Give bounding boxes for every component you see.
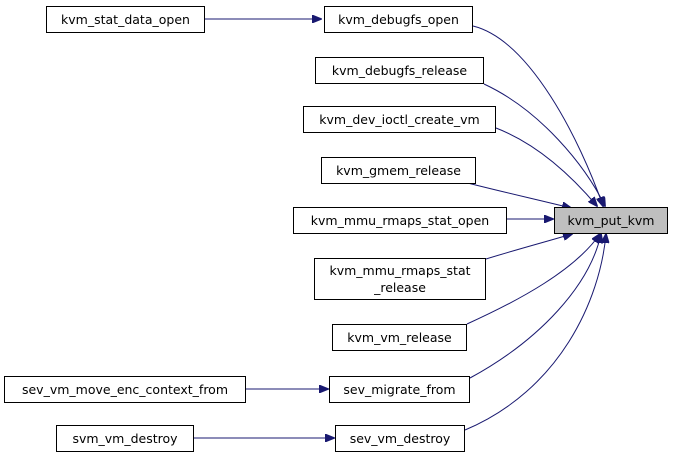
node-label-line2: _release	[374, 280, 426, 295]
node-kvm-dev-ioctl-create-vm[interactable]: kvm_dev_ioctl_create_vm	[303, 106, 496, 133]
node-label: sev_vm_move_enc_context_from	[21, 382, 229, 397]
node-svm-vm-destroy[interactable]: svm_vm_destroy	[56, 425, 194, 452]
node-label: kvm_debugfs_open	[338, 12, 459, 27]
node-kvm-debugfs-release[interactable]: kvm_debugfs_release	[315, 57, 484, 84]
node-label: svm_vm_destroy	[72, 431, 178, 446]
node-kvm-debugfs-open[interactable]: kvm_debugfs_open	[324, 6, 473, 33]
node-label: kvm_stat_data_open	[61, 12, 190, 27]
node-kvm-mmu-rmaps-stat-release[interactable]: kvm_mmu_rmaps_stat _release	[314, 258, 486, 300]
edge-sev-vm-destroy-to-put-kvm	[464, 234, 606, 431]
node-label: kvm_dev_ioctl_create_vm	[319, 112, 480, 127]
edge-rmaps-release-to-put-kvm	[485, 234, 572, 260]
node-sev-vm-destroy[interactable]: sev_vm_destroy	[335, 425, 465, 452]
node-kvm-mmu-rmaps-stat-open[interactable]: kvm_mmu_rmaps_stat_open	[293, 207, 507, 234]
edge-debugfs-open-to-put-kvm	[472, 25, 603, 206]
node-label: sev_migrate_from	[343, 382, 456, 397]
node-label: kvm_mmu_rmaps_stat_open	[310, 213, 490, 228]
node-kvm-gmem-release[interactable]: kvm_gmem_release	[321, 157, 476, 184]
node-kvm-vm-release[interactable]: kvm_vm_release	[332, 324, 467, 351]
node-label: sev_vm_destroy	[349, 431, 451, 446]
node-kvm-stat-data-open[interactable]: kvm_stat_data_open	[46, 6, 205, 33]
node-label-line1: kvm_mmu_rmaps_stat	[329, 263, 471, 278]
node-kvm-put-kvm: kvm_put_kvm	[554, 207, 668, 234]
node-label: kvm_put_kvm	[567, 213, 655, 228]
node-label: kvm_vm_release	[347, 330, 452, 345]
edge-debugfs-release-to-put-kvm	[483, 83, 605, 206]
node-sev-migrate-from[interactable]: sev_migrate_from	[329, 376, 470, 403]
edge-dev-ioctl-to-put-kvm	[495, 127, 597, 206]
edge-sev-migrate-to-put-kvm	[469, 234, 601, 379]
edge-vm-release-to-put-kvm	[466, 234, 600, 325]
node-sev-vm-move-enc-context-from[interactable]: sev_vm_move_enc_context_from	[4, 376, 246, 403]
node-label: kvm_debugfs_release	[331, 63, 468, 78]
node-label: kvm_gmem_release	[336, 163, 461, 178]
